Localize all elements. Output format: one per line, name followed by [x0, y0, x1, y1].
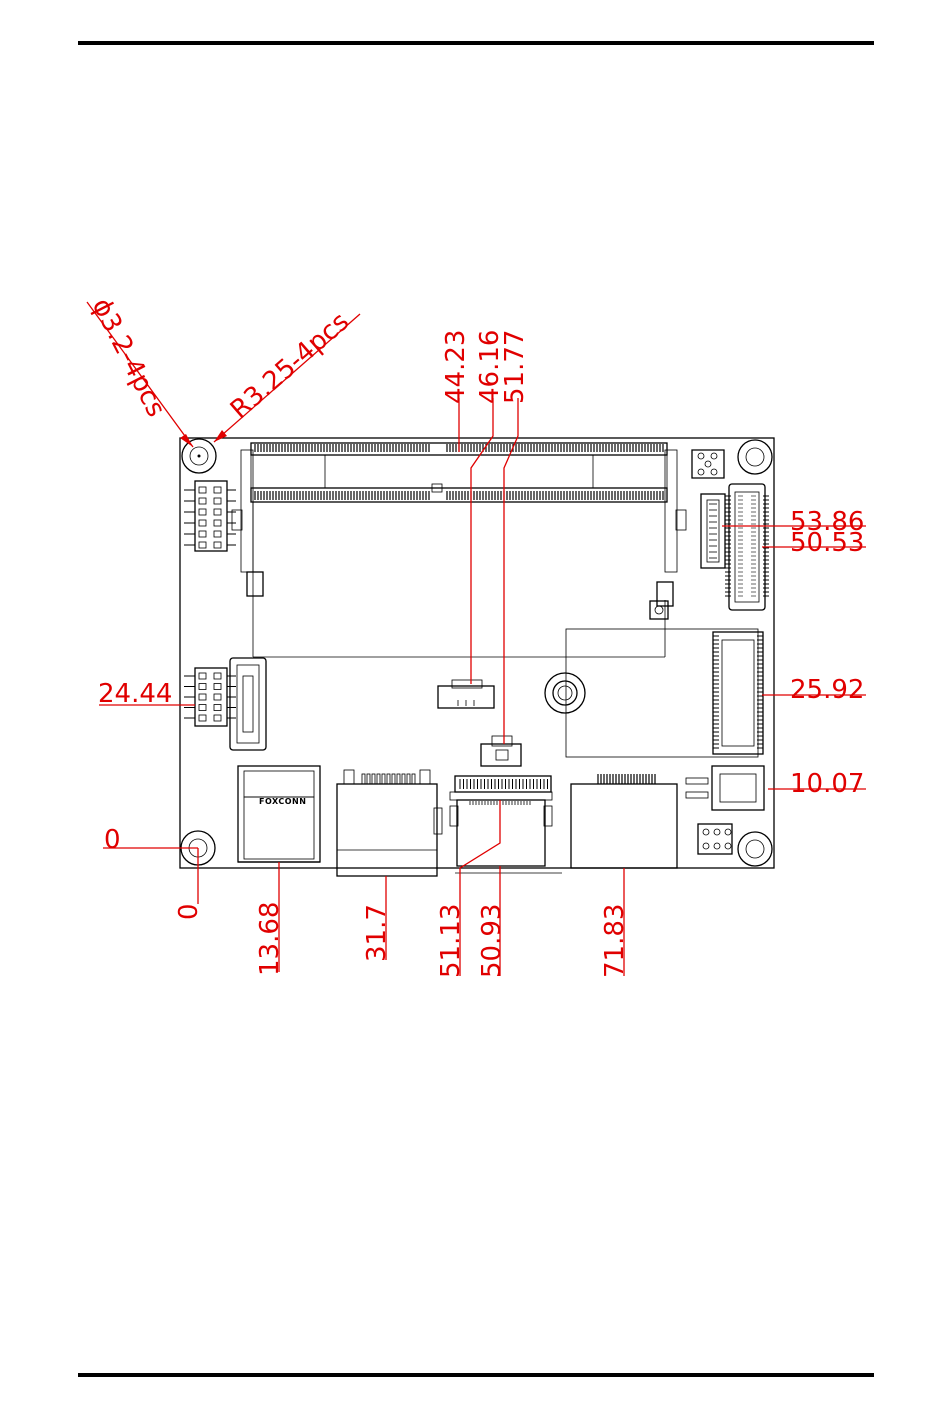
dim-right-3: 25.92: [790, 675, 864, 705]
sodimm-socket: [232, 443, 686, 657]
minipcie-area: [545, 629, 763, 757]
dim-right-4: 10.07: [790, 769, 864, 799]
fpc-connector-small: [701, 494, 725, 568]
usb-connector: FOXCONN: [238, 766, 320, 862]
mounting-hole: [182, 439, 216, 473]
dim-top-1: 44.23: [441, 330, 471, 404]
dim-bottom-3: 31.7: [362, 904, 392, 962]
battery-connector: [481, 736, 521, 766]
dim-left-2: 0: [104, 825, 121, 855]
dim-bottom-5: 50.93: [477, 904, 507, 978]
pin-header-left-top: [184, 481, 236, 551]
brand-label: FOXCONN: [259, 797, 306, 806]
dim-left-1: 24.44: [98, 679, 172, 709]
dim-right-2: 50.53: [790, 528, 864, 558]
fan-connector: [438, 680, 494, 708]
dim-bottom-4: 51.13: [436, 904, 466, 978]
sata-connector: [230, 658, 266, 750]
mounting-hole: [738, 832, 772, 866]
hole-diameter-label: ϕ3.2-4pcs: [86, 294, 171, 422]
hole-radius-label: R3.25-4pcs: [225, 307, 355, 426]
dimm-pins: [255, 444, 663, 500]
dim-top-3: 51.77: [500, 330, 530, 404]
pin-header-top-right: [692, 450, 724, 478]
vga-connector: [571, 774, 677, 868]
dim-bottom-6: 71.83: [600, 904, 630, 978]
lan-connector: [337, 770, 442, 876]
hdmi-connector: [450, 776, 552, 866]
dim-bottom-2: 13.68: [255, 902, 285, 976]
dimension-labels: ϕ3.2-4pcs R3.25-4pcs 44.23 46.16 51.77 5…: [86, 294, 865, 978]
pin-header-bottom-right: [698, 824, 732, 854]
pin-header-left-bottom: [184, 668, 236, 726]
mounting-hole: [738, 440, 772, 474]
dim-bottom-1: 0: [174, 903, 204, 920]
power-jack: [686, 766, 764, 810]
